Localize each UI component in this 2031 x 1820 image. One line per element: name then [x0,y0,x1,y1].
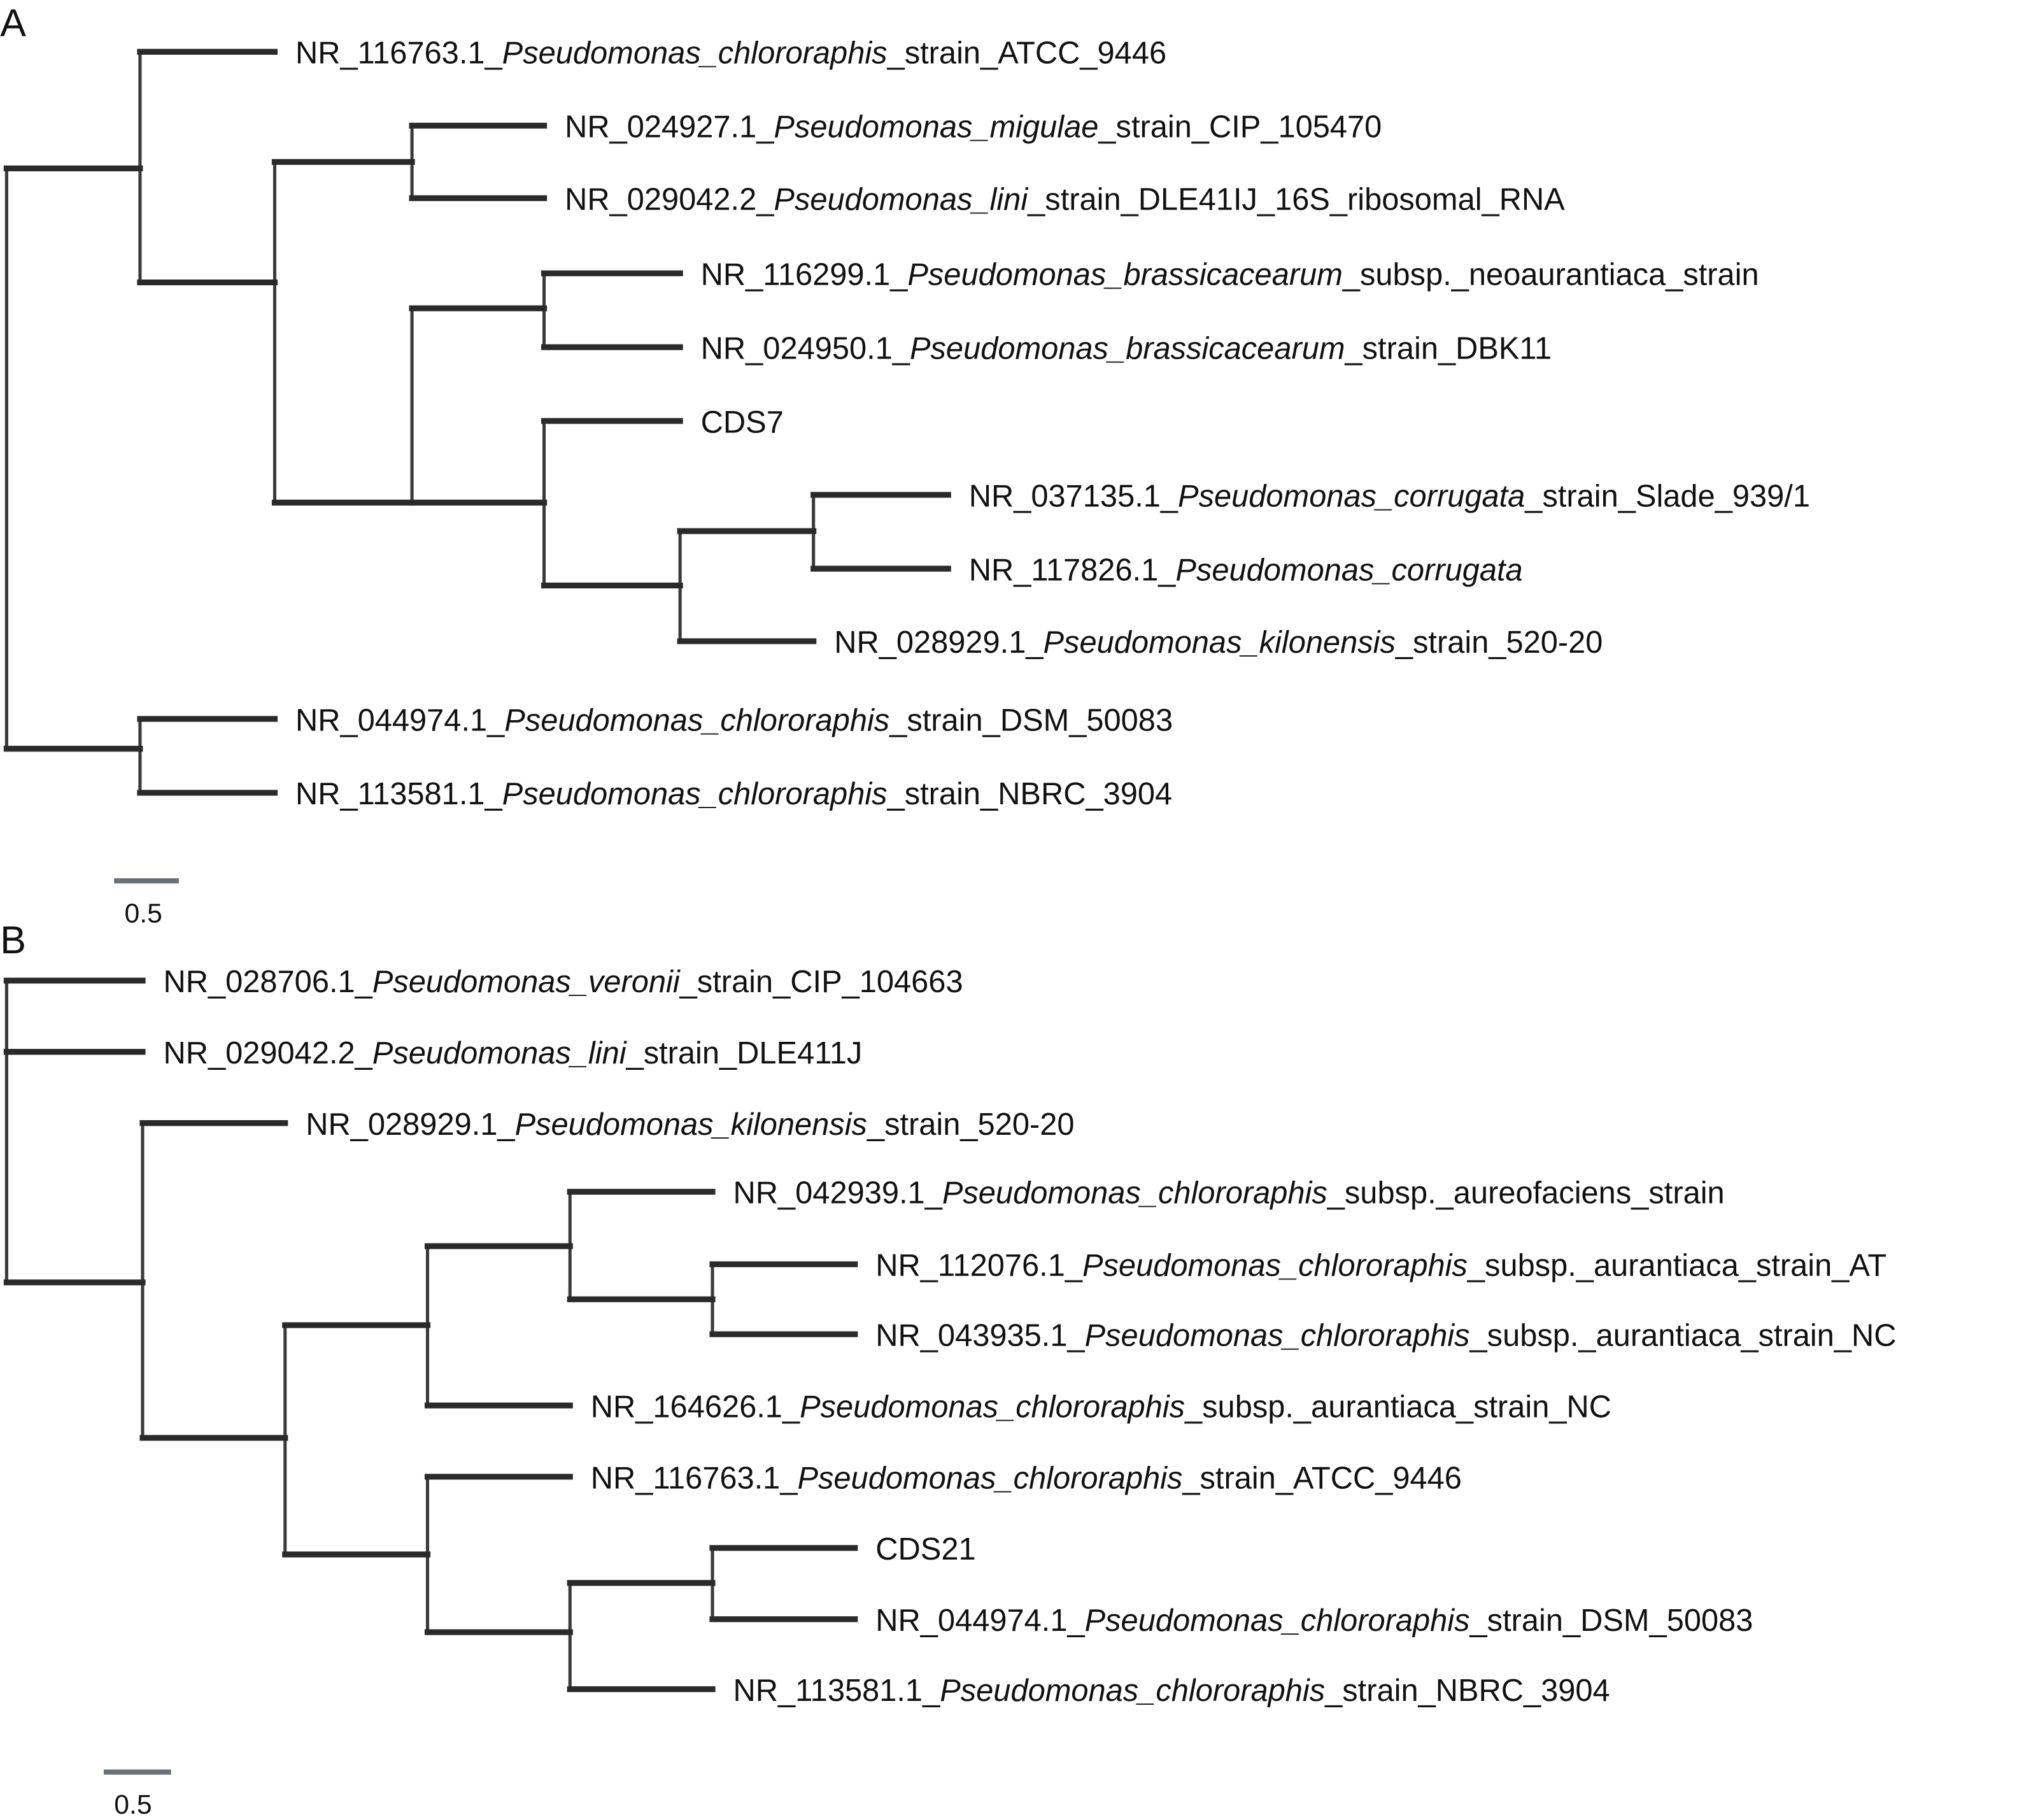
accession: NR_043935.1_ [875,1318,1085,1353]
strain-info: _strain_DBK11 [1345,331,1552,366]
leaf-label: CDS21 [875,1532,975,1567]
tree-a: NR_116763.1_Pseudomonas_chlororaphis_str… [3,36,1810,811]
strain-info: _strain_NBRC_3904 [1324,1674,1610,1708]
accession: NR_116763.1_ [591,1461,798,1495]
species-name: Pseudomonas_brassicacearum [910,331,1345,366]
species-name: Pseudomonas_chlororaphis [1082,1249,1468,1283]
accession: NR_028929.1_ [834,625,1044,660]
species-name: Pseudomonas_veronii [372,965,681,999]
species-name: Pseudomonas_kilonensis [515,1107,867,1142]
strain-info: _subsp._aurantiaca_strain_NC [1184,1390,1611,1424]
strain-info: _strain_DLE411J [626,1036,863,1070]
strain-info: _subsp._aurantiaca_strain_NC [1469,1318,1897,1353]
accession: NR_116763.1_ [295,36,503,71]
species-name: Pseudomonas_chlororaphis [1085,1603,1470,1638]
strain-info: _subsp._aureofaciens_strain [1327,1176,1725,1211]
strain-info: _subsp._neoaurantiaca_strain [1342,258,1759,292]
species-name: Pseudomonas_chlororaphis [1085,1318,1470,1353]
species-name: Pseudomonas_corrugata [1178,479,1525,513]
leaf-label: NR_113581.1_Pseudomonas_chlororaphis_str… [295,777,1172,811]
leaf-label: NR_028929.1_Pseudomonas_kilonensis_strai… [306,1107,1074,1142]
scale-label-b: 0.5 [114,1789,152,1820]
accession: NR_028929.1_ [306,1107,515,1142]
accession: NR_116299.1_ [701,258,909,292]
strain-info: _strain_DSM_50083 [889,703,1173,737]
strain-info: _strain_520-20 [1395,625,1603,660]
leaf-label: NR_029042.2_Pseudomonas_lini_strain_DLE4… [565,183,1565,217]
species-name: Pseudomonas_brassicacearum [907,258,1343,292]
accession: NR_042939.1_ [733,1176,943,1211]
species-name: Pseudomonas_corrugata [1175,553,1522,587]
strain-info: _strain_CIP_105470 [1098,110,1382,145]
leaf-label: NR_112076.1_Pseudomonas_chlororaphis_sub… [875,1249,1886,1283]
strain-info: _strain_NBRC_3904 [887,777,1173,811]
strain-info: _strain_Slade_939/1 [1524,479,1810,513]
species-name: Pseudomonas_migulae [774,110,1098,145]
accession: CDS21 [875,1532,975,1567]
species-name: Pseudomonas_lini [774,183,1028,217]
strain-info: _strain_DSM_50083 [1469,1603,1753,1638]
species-name: Pseudomonas_chlororaphis [502,777,888,811]
leaf-label: NR_044974.1_Pseudomonas_chlororaphis_str… [295,703,1173,737]
leaf-label: NR_024927.1_Pseudomonas_migulae_strain_C… [565,110,1382,145]
species-name: Pseudomonas_chlororaphis [800,1390,1185,1424]
strain-info: _strain_520-20 [867,1107,1075,1142]
accession: NR_044974.1_ [875,1603,1085,1638]
leaf-label: NR_037135.1_Pseudomonas_corrugata_strain… [969,479,1810,513]
accession: NR_024950.1_ [701,331,910,366]
accession: NR_113581.1_ [295,777,503,811]
strain-info: _strain_ATCC_9446 [1182,1461,1462,1495]
species-name: Pseudomonas_chlororaphis [504,703,889,737]
species-name: Pseudomonas_chlororaphis [942,1176,1327,1211]
accession: CDS7 [701,405,784,439]
strain-info: _subsp._aurantiaca_strain_AT [1467,1249,1886,1283]
strain-info: _strain_ATCC_9446 [887,36,1167,71]
accession: NR_044974.1_ [295,703,505,737]
accession: NR_117826.1_ [969,553,1177,587]
leaf-label: NR_042939.1_Pseudomonas_chlororaphis_sub… [733,1176,1725,1211]
leaf-label: NR_029042.2_Pseudomonas_lini_strain_DLE4… [164,1036,863,1070]
leaf-label: CDS7 [701,405,784,439]
accession: NR_028706.1_ [164,965,373,999]
tree-b: NR_028706.1_Pseudomonas_veronii_strain_C… [3,965,1897,1708]
leaf-label: NR_028706.1_Pseudomonas_veronii_strain_C… [164,965,963,999]
species-name: Pseudomonas_chlororaphis [940,1674,1325,1708]
accession: NR_164626.1_ [591,1390,800,1424]
accession: NR_029042.2_ [565,183,774,217]
accession: NR_037135.1_ [969,479,1178,513]
accession: NR_024927.1_ [565,110,774,145]
accession: NR_113581.1_ [733,1674,941,1708]
leaf-label: NR_043935.1_Pseudomonas_chlororaphis_sub… [875,1318,1896,1353]
panel-label-b: B [0,918,26,962]
species-name: Pseudomonas_chlororaphis [797,1461,1182,1495]
leaf-label: NR_164626.1_Pseudomonas_chlororaphis_sub… [591,1390,1611,1424]
leaf-label: NR_117826.1_Pseudomonas_corrugata [969,553,1523,587]
panel-label-a: A [0,1,26,45]
leaf-label: NR_024950.1_Pseudomonas_brassicacearum_s… [701,331,1552,366]
leaf-label: NR_116763.1_Pseudomonas_chlororaphis_str… [591,1461,1462,1495]
accession: NR_112076.1_ [875,1249,1083,1283]
strain-info: _strain_CIP_104663 [679,965,963,999]
scale-label-a: 0.5 [124,898,162,928]
leaf-label: NR_044974.1_Pseudomonas_chlororaphis_str… [875,1603,1753,1638]
accession: NR_029042.2_ [164,1036,373,1070]
species-name: Pseudomonas_kilonensis [1044,625,1396,660]
leaf-label: NR_116299.1_Pseudomonas_brassicacearum_s… [701,258,1759,292]
species-name: Pseudomonas_chlororaphis [502,36,888,71]
leaf-label: NR_113581.1_Pseudomonas_chlororaphis_str… [733,1674,1610,1708]
strain-info: _strain_DLE41IJ_16S_ribosomal_RNA [1027,183,1565,217]
species-name: Pseudomonas_lini [372,1036,627,1070]
leaf-label: NR_028929.1_Pseudomonas_kilonensis_strai… [834,625,1603,660]
leaf-label: NR_116763.1_Pseudomonas_chlororaphis_str… [295,36,1166,71]
